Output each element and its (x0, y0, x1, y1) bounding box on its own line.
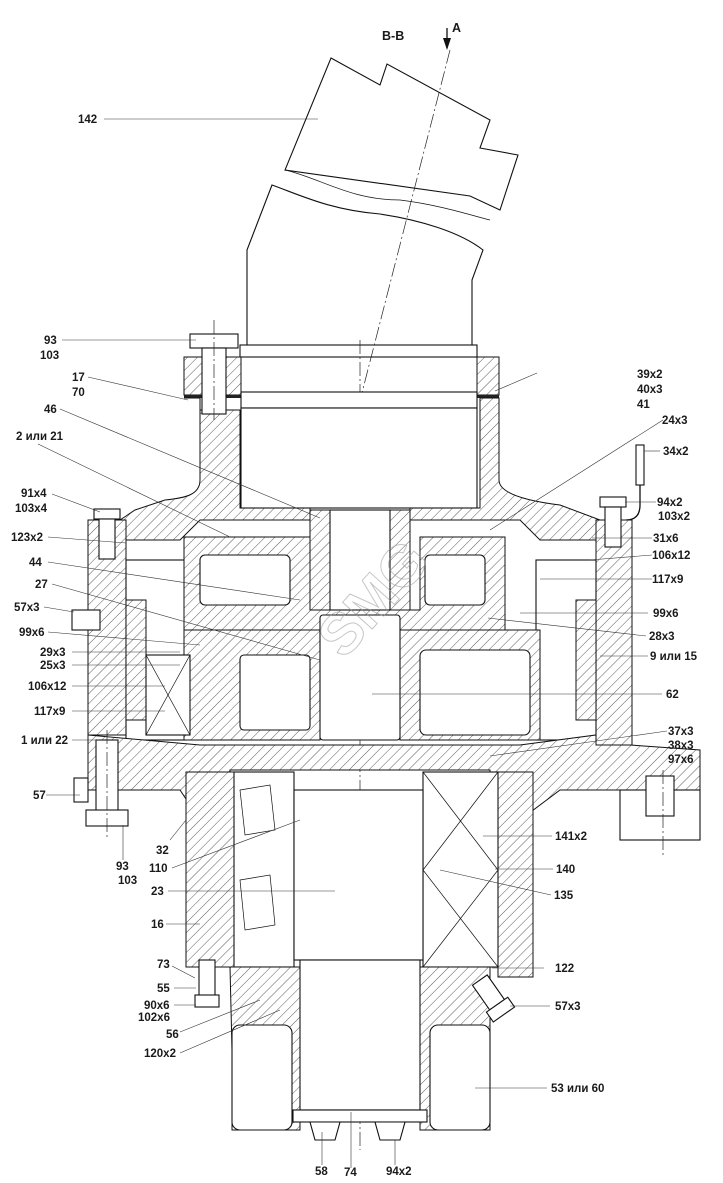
label-40x3: 40x3 (637, 384, 663, 396)
label-58: 58 (315, 1166, 328, 1178)
hydraulic-motor-142 (239, 57, 519, 358)
label-25x3: 25x3 (40, 660, 66, 672)
label-16: 16 (151, 919, 164, 931)
label-94x2: 94x2 (657, 497, 683, 509)
label-34x2: 34x2 (663, 446, 689, 458)
label-38x3: 38x3 (668, 740, 694, 752)
section-title: B-B (382, 29, 404, 43)
label-103: 103 (40, 350, 59, 362)
label-99x6-left: 99x6 (19, 627, 45, 639)
lower-flange (87, 734, 701, 856)
label-93: 93 (44, 335, 57, 347)
part-labels-left: 142 93 103 17 70 46 2 или 21 91x4 103x4 … (11, 114, 179, 1060)
label-56: 56 (166, 1029, 179, 1041)
label-102x6: 102x6 (138, 1012, 170, 1024)
label-110: 110 (149, 863, 168, 875)
centerline-motor (354, 49, 451, 421)
label-46: 46 (44, 404, 57, 416)
label-74: 74 (344, 1167, 357, 1179)
label-103x2: 103x2 (658, 511, 690, 523)
bolt-55 (194, 959, 220, 1008)
label-122: 122 (555, 963, 574, 975)
label-106x12-right: 106x12 (652, 550, 690, 562)
view-arrow-icon (443, 28, 451, 50)
label-57x3-right: 57x3 (555, 1001, 581, 1013)
label-28x3: 28x3 (649, 631, 675, 643)
label-73: 73 (157, 959, 170, 971)
label-57: 57 (33, 790, 46, 802)
label-103x4: 103x4 (15, 503, 48, 515)
bolt-94 (599, 444, 645, 548)
label-91x4: 91x4 (21, 488, 47, 500)
label-106x12-left: 106x12 (28, 681, 66, 693)
label-141x2: 141x2 (555, 831, 587, 843)
grease-fitting-57 (471, 974, 516, 1023)
output-hub (229, 959, 491, 1141)
adapter-housing (119, 356, 601, 541)
label-57x3-left: 57x3 (14, 602, 40, 614)
label-41: 41 (637, 399, 650, 411)
part-labels-right: 39x2 40x3 41 24x3 34x2 94x2 103x2 31x6 1… (551, 369, 698, 1095)
label-99x6-right: 99x6 (653, 608, 679, 620)
label-135: 135 (554, 890, 574, 902)
label-24x3: 24x3 (662, 415, 688, 427)
label-27: 27 (35, 579, 48, 591)
view-marker-label: A (452, 21, 461, 35)
bearing-housing (185, 771, 534, 978)
label-44: 44 (29, 557, 42, 569)
label-117x9-left: 117x9 (34, 706, 65, 718)
bolt-93 (189, 320, 239, 420)
label-31x6: 31x6 (653, 533, 679, 545)
part-labels-bottom: 58 74 94x2 (315, 1166, 412, 1179)
label-93-bottom: 93 (116, 861, 129, 873)
label-120x2: 120x2 (144, 1048, 176, 1060)
leader-lines (37, 118, 668, 1168)
label-90x6: 90x6 (144, 1000, 170, 1012)
label-32: 32 (156, 845, 169, 857)
label-23: 23 (151, 886, 164, 898)
label-142: 142 (78, 114, 97, 126)
label-39x2: 39x2 (637, 369, 663, 381)
label-117x9-right: 117x9 (652, 574, 683, 586)
planet-carrier-upper (183, 536, 506, 641)
label-2-or-21: 2 или 21 (16, 431, 64, 443)
label-62: 62 (666, 689, 679, 701)
label-53-or-60: 53 или 60 (551, 1083, 604, 1095)
label-1-or-22: 1 или 22 (21, 735, 68, 747)
label-37x3: 37x3 (668, 726, 694, 738)
label-17: 17 (72, 372, 85, 384)
label-123x2: 123x2 (11, 532, 43, 544)
label-9-or-15: 9 или 15 (650, 651, 698, 663)
planet-carrier-lower (145, 614, 541, 741)
sun-shaft-upper (309, 509, 411, 611)
label-55: 55 (157, 983, 170, 995)
label-140: 140 (556, 864, 575, 876)
bolt-91 (71, 508, 121, 631)
label-97x6: 97x6 (668, 754, 694, 766)
label-103-bottom: 103 (118, 875, 137, 887)
label-94x2-bottom: 94x2 (386, 1166, 412, 1178)
label-29x3: 29x3 (40, 647, 66, 659)
label-70: 70 (72, 387, 85, 399)
bolt-57 (73, 730, 129, 840)
